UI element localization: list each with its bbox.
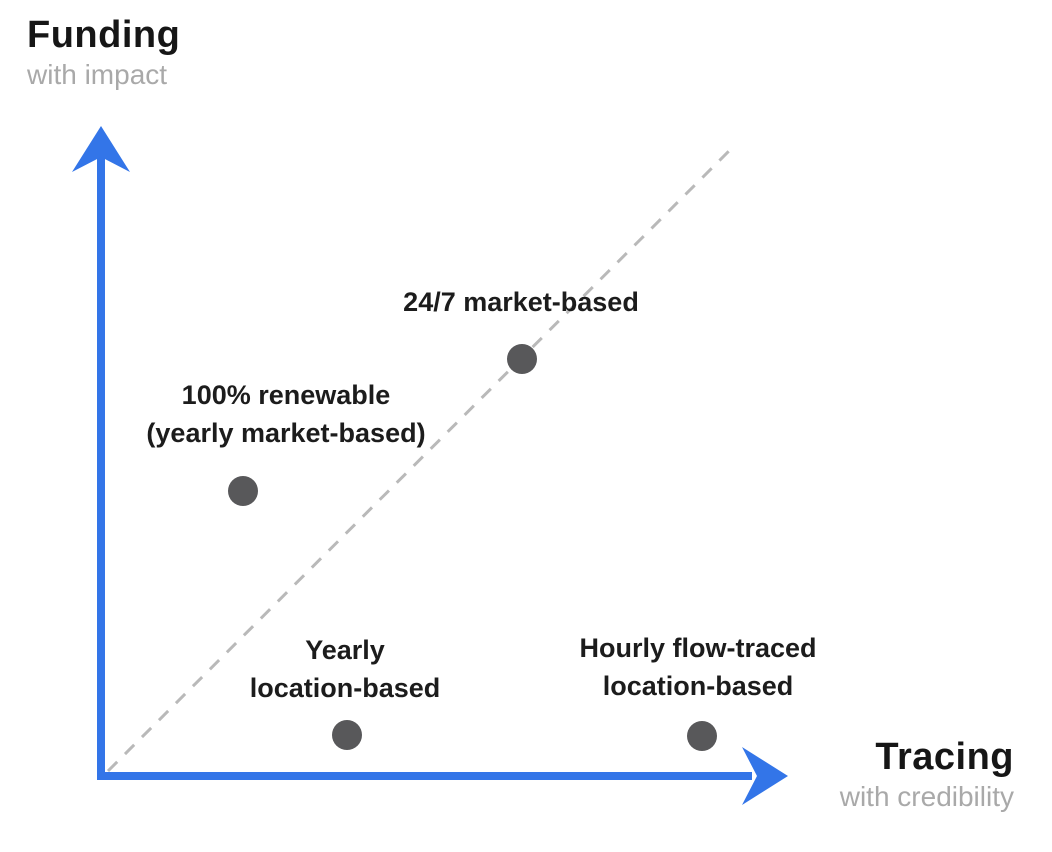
data-point-hourly-flow-traced-location-based [687, 721, 717, 751]
x-axis-title-block: Tracing with credibility [840, 734, 1014, 814]
arrow-up-icon [72, 126, 130, 172]
x-axis-line [97, 772, 752, 780]
x-axis-title: Tracing [875, 736, 1014, 778]
plot-dots [228, 344, 717, 751]
y-axis-line [97, 150, 105, 780]
data-point-24-7-market-based [507, 344, 537, 374]
y-axis-title-block: Funding with impact [27, 12, 180, 92]
data-point-yearly-location-based [332, 720, 362, 750]
data-point-100-renewable-yearly-market-based [228, 476, 258, 506]
data-point-label-100-renewable-yearly-market-based: 100% renewable(yearly market-based) [146, 380, 426, 448]
diagonal-reference-line [106, 147, 733, 773]
y-axis-subtitle: with impact [27, 59, 168, 90]
x-axis-subtitle: with credibility [839, 781, 1014, 812]
y-axis-title: Funding [27, 14, 181, 56]
data-point-label-24-7-market-based: 24/7 market-based [403, 287, 639, 317]
arrow-right-icon [742, 747, 788, 805]
